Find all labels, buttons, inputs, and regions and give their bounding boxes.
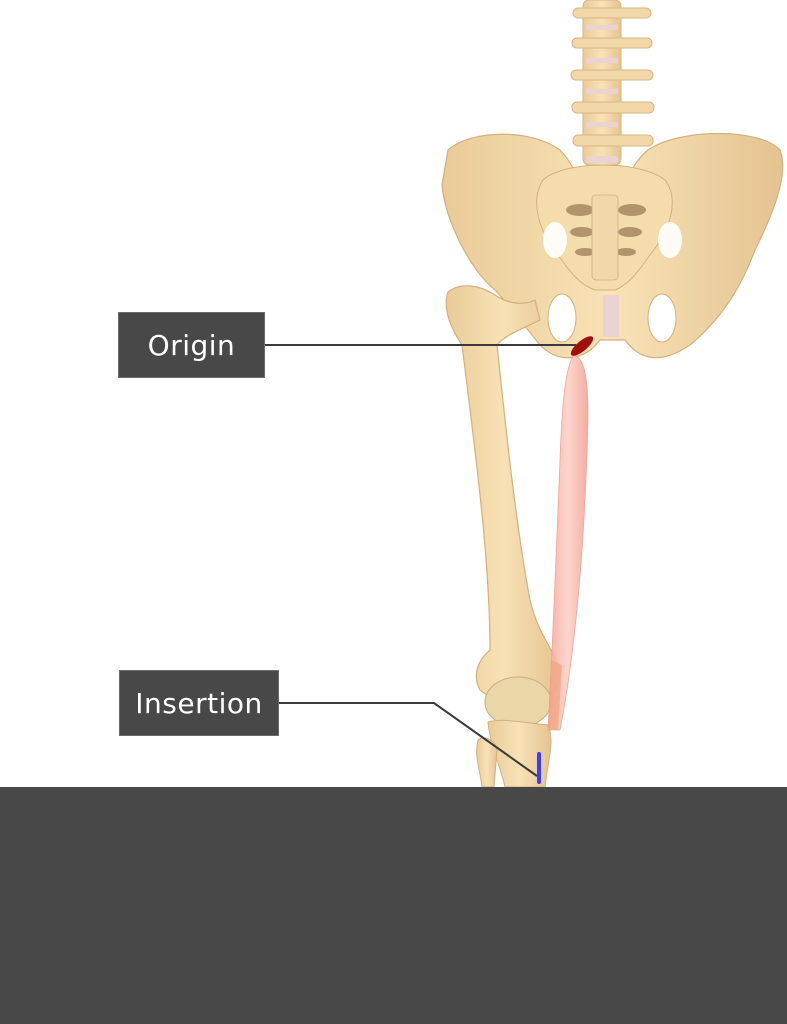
- pelvis: [441, 132, 784, 359]
- insertion-label-text: Insertion: [135, 686, 263, 720]
- femur: [445, 285, 561, 706]
- tibia-fibula: [476, 719, 552, 788]
- origin-label: Origin: [118, 312, 265, 378]
- bottom-panel: [0, 787, 787, 1024]
- insertion-marker: [537, 752, 541, 784]
- origin-label-text: Origin: [147, 328, 236, 362]
- insertion-label: Insertion: [119, 670, 279, 736]
- gracilis-muscle: [547, 354, 589, 731]
- patella: [484, 676, 552, 728]
- origin-marker: [570, 336, 594, 356]
- insertion-leader-line: [279, 702, 538, 777]
- lumbar-spine: [570, 0, 655, 166]
